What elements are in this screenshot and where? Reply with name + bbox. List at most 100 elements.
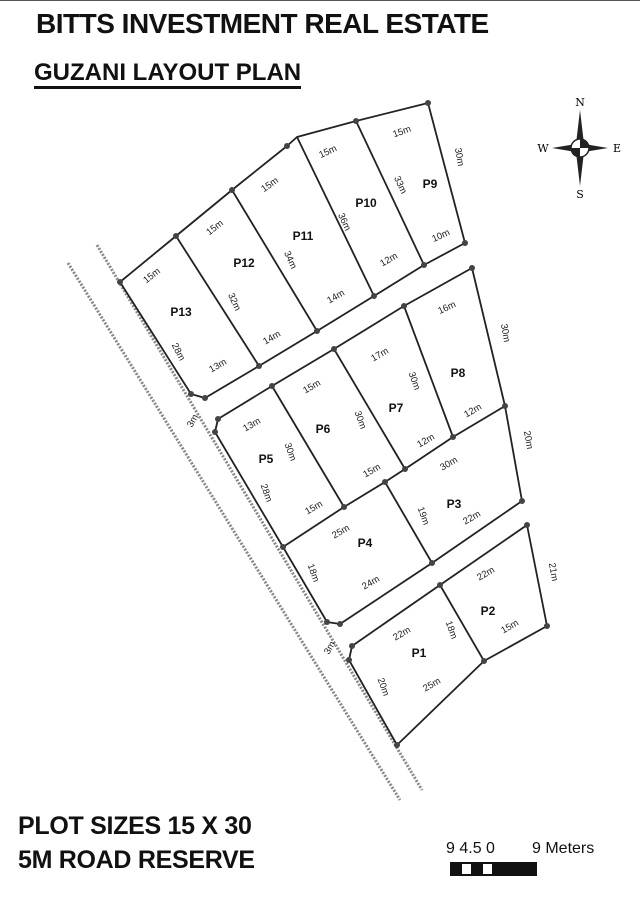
- beacon-dot: [469, 265, 475, 271]
- layout-title: GUZANI LAYOUT PLAN: [34, 60, 302, 89]
- beacon-dot: [341, 504, 347, 510]
- beacon-dot: [429, 560, 435, 566]
- dim-label: 34m: [281, 249, 299, 270]
- dim-label: 24m: [360, 574, 382, 593]
- plot-label-p7: P7: [389, 401, 404, 415]
- plot-label-p6: P6: [316, 422, 331, 436]
- dim-label: 30m: [282, 441, 299, 462]
- compass-e: E: [613, 142, 621, 155]
- dim-label: 17m: [369, 346, 391, 365]
- compass-n: N: [575, 96, 585, 109]
- dim-label: 33m: [391, 174, 409, 195]
- plot-label-p3: P3: [447, 497, 462, 511]
- dim-label: 30m: [406, 370, 423, 391]
- dim-label: 15m: [317, 143, 338, 161]
- beacon-dot: [382, 479, 388, 485]
- beacon-dot: [353, 118, 359, 124]
- plot-label-p2: P2: [481, 604, 496, 618]
- beacon-dot: [524, 522, 530, 528]
- dim-label: 22m: [475, 565, 497, 584]
- beacon-dot: [544, 623, 550, 629]
- beacon-dot: [229, 187, 235, 193]
- beacon-dot: [401, 303, 407, 309]
- beacon-dot: [502, 403, 508, 409]
- dim-label: 20m: [375, 676, 392, 697]
- dim-label: 20m: [521, 430, 535, 450]
- dim-label: 30m: [352, 409, 369, 430]
- compass-rose-icon: N S W E: [537, 96, 621, 201]
- plot-label-p1: P1: [412, 646, 427, 660]
- beacon-dot: [314, 328, 320, 334]
- plot-label-p13: P13: [170, 305, 192, 319]
- dim-label: 13m: [241, 416, 263, 435]
- dim-label: 30m: [438, 455, 460, 474]
- beacon-dot: [421, 262, 427, 268]
- compass-s: S: [576, 188, 584, 201]
- dim-label: 15m: [259, 175, 281, 195]
- beacon-dot: [215, 416, 221, 422]
- scale-unit: 9 Meters: [532, 840, 595, 857]
- dim-label: 15m: [391, 124, 412, 141]
- dim-label: 12m: [415, 432, 437, 451]
- dim-label: 12m: [378, 251, 400, 270]
- beacon-dot: [437, 582, 443, 588]
- beacon-dot: [202, 395, 208, 401]
- company-title: BITTS INVESTMENT REAL ESTATE: [36, 8, 489, 39]
- dim-label: 15m: [141, 266, 162, 286]
- beacon-dot: [425, 100, 431, 106]
- plot-label-p4: P4: [358, 536, 373, 550]
- dim-label: 19m: [415, 505, 432, 526]
- dim-label: 15m: [303, 499, 325, 518]
- beacon-dot: [346, 657, 352, 663]
- beacon-dot: [450, 434, 456, 440]
- dim-label: 15m: [204, 218, 225, 238]
- dim-label: 16m: [436, 299, 457, 317]
- plot-label-p8: P8: [451, 366, 466, 380]
- beacon-dot: [256, 363, 262, 369]
- dim-label: 15m: [361, 462, 383, 481]
- block-south: [348, 524, 548, 746]
- dim-label: 30m: [498, 323, 512, 343]
- dim-label: 18m: [443, 619, 460, 640]
- beacon-dot: [280, 544, 286, 550]
- beacon-dot: [519, 498, 525, 504]
- scale-bar: [450, 862, 537, 876]
- beacon-dot: [402, 466, 408, 472]
- beacon-dot: [188, 391, 194, 397]
- plot-label-p9: P9: [423, 177, 438, 191]
- road-gap-label: 3m: [322, 639, 338, 656]
- dim-label: 21m: [546, 562, 560, 582]
- compass-w: W: [537, 142, 549, 155]
- dim-label: 28m: [258, 482, 275, 503]
- dim-label: 22m: [461, 509, 483, 528]
- plot-label-p12: P12: [233, 256, 255, 270]
- plot-label-p10: P10: [355, 196, 377, 210]
- dim-label: 18m: [305, 562, 322, 583]
- beacon-dot: [284, 143, 290, 149]
- road-reserve-note: 5M ROAD RESERVE: [18, 846, 255, 874]
- dim-label: 14m: [261, 329, 283, 348]
- dim-label: 15m: [499, 618, 521, 637]
- beacon-dot: [324, 619, 330, 625]
- road-inner-edge: [95, 244, 424, 791]
- beacon-dot: [269, 383, 275, 389]
- dim-label: 14m: [325, 288, 347, 307]
- beacon-dot: [212, 429, 218, 435]
- beacon-dot: [462, 240, 468, 246]
- dim-label: 12m: [462, 402, 484, 421]
- dim-label: 13m: [207, 357, 229, 376]
- dim-label: 28m: [169, 341, 187, 363]
- beacon-dot: [173, 233, 179, 239]
- beacon-dot: [117, 279, 123, 285]
- dim-label: 15m: [301, 378, 323, 397]
- block-middle: [214, 267, 523, 625]
- plot-label-p5: P5: [259, 452, 274, 466]
- dim-label: 32m: [225, 291, 243, 312]
- road-outer-edge: [66, 262, 402, 801]
- beacon-dot: [349, 643, 355, 649]
- beacon-dot: [481, 658, 487, 664]
- beacon-dot: [337, 621, 343, 627]
- scale-ticks: 9 4.5 0: [446, 840, 495, 857]
- plot-sizes-note: PLOT SIZES 15 X 30: [18, 812, 252, 840]
